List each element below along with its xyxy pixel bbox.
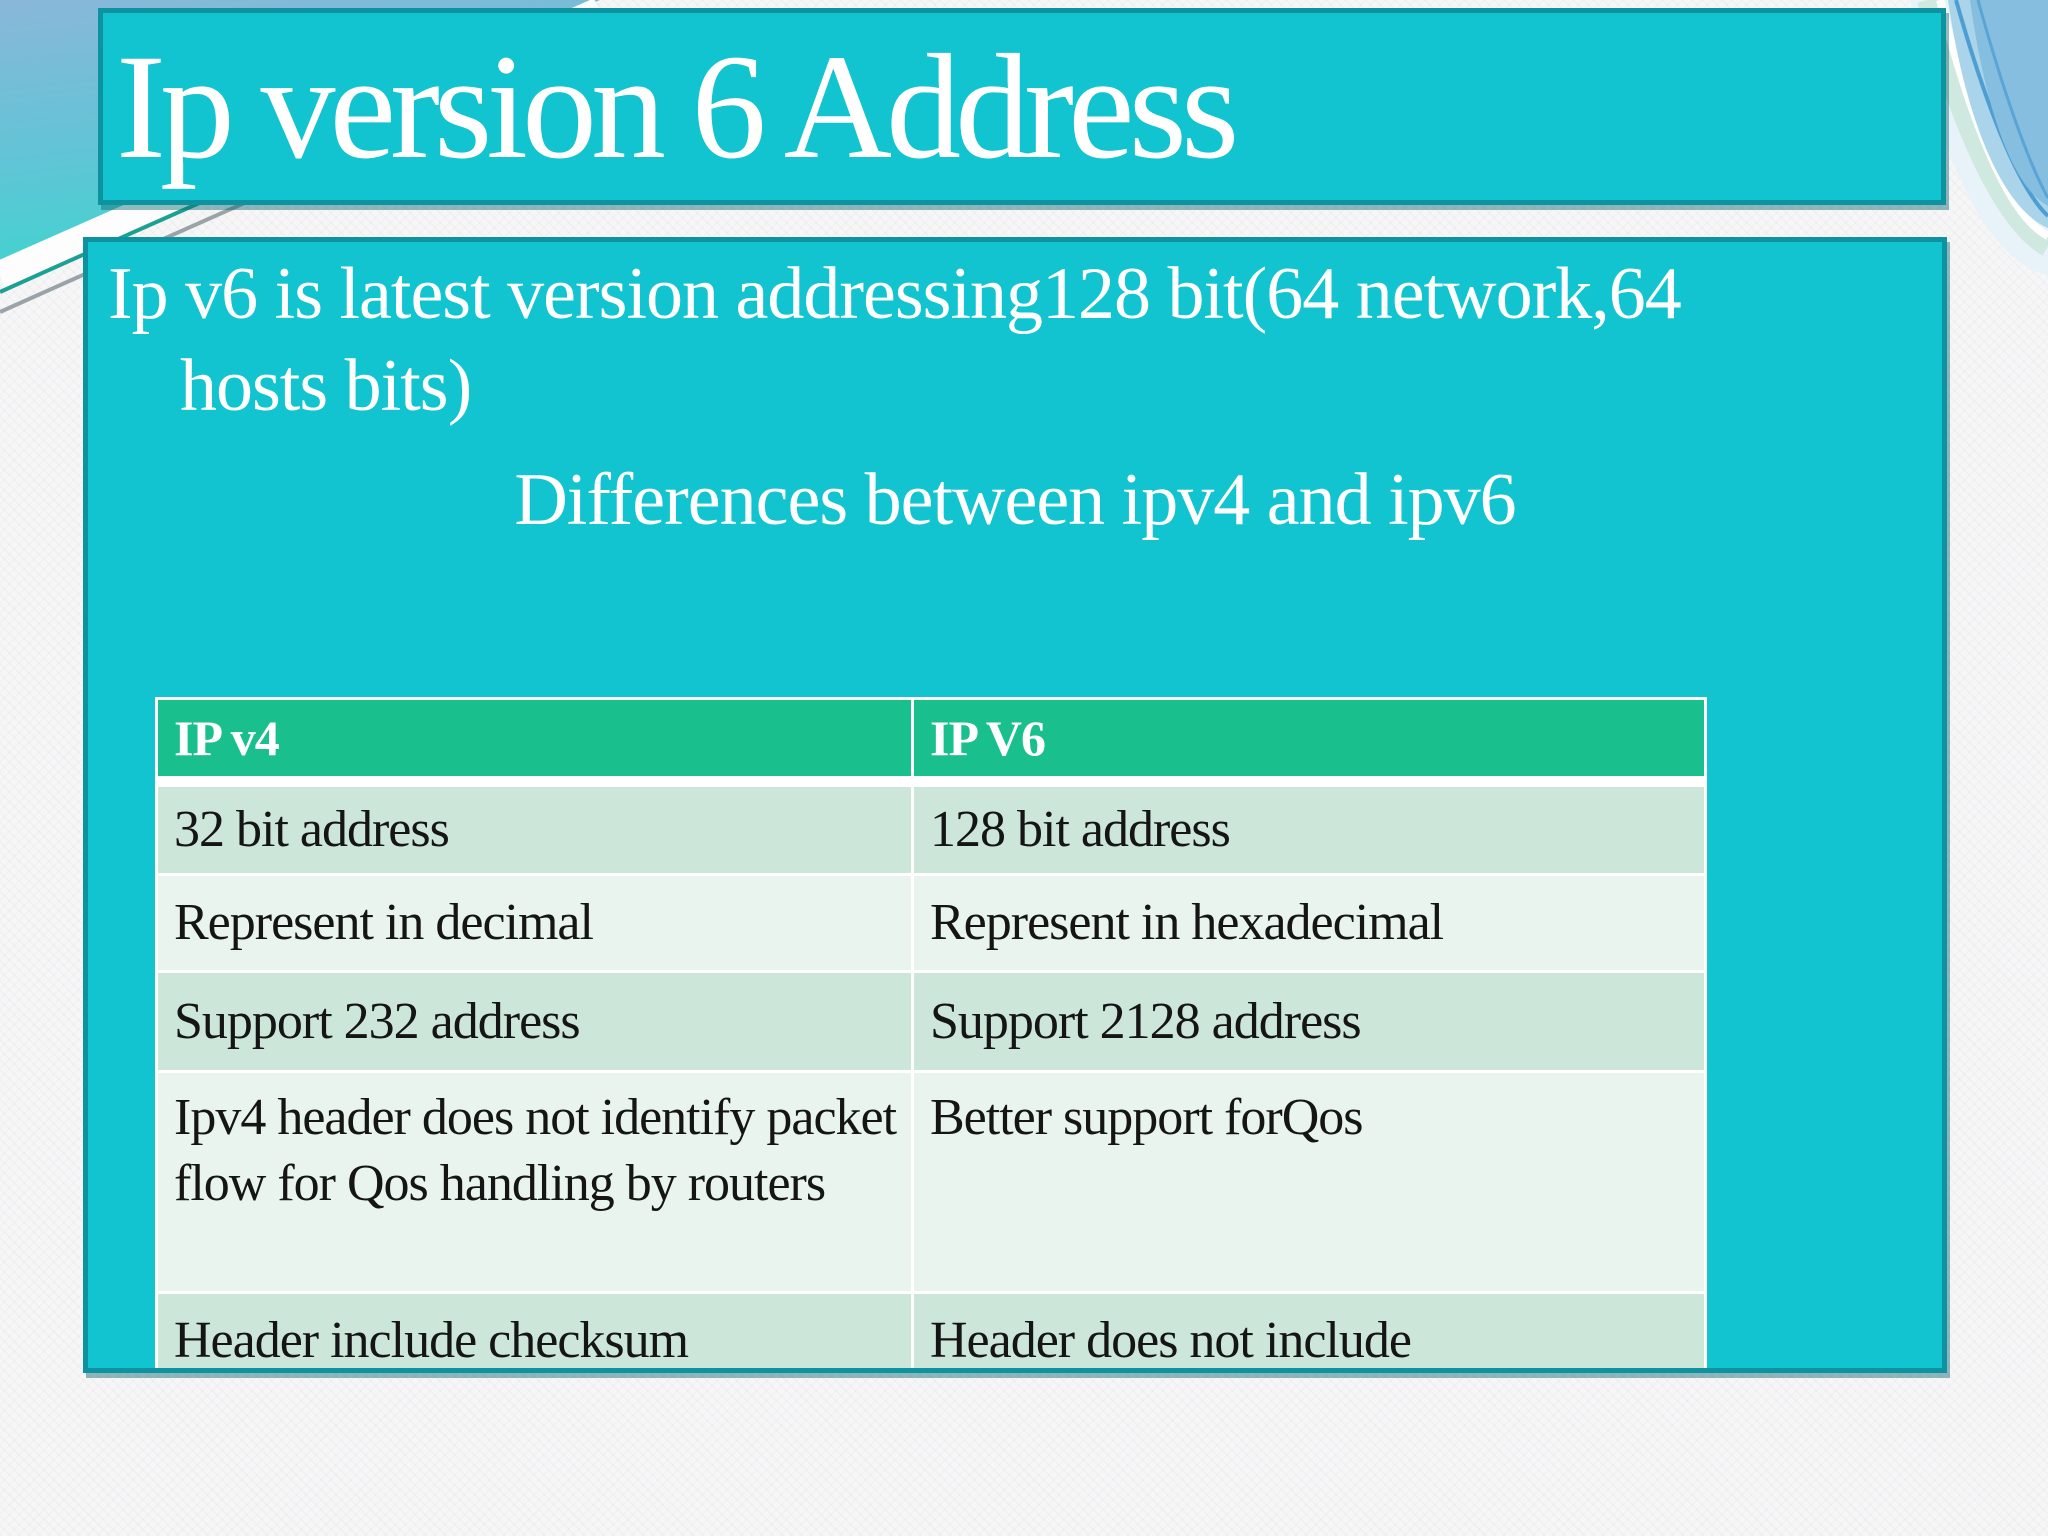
table-cell: Ipv4 header does not identify packet flo…: [158, 1073, 911, 1291]
table-row: Represent in decimal Represent in hexade…: [158, 876, 1704, 970]
intro-line-2: hosts bits): [180, 345, 472, 427]
table-row: Ipv4 header does not identify packet flo…: [158, 1073, 1704, 1291]
table-cell: 128 bit address: [914, 787, 1704, 873]
table-row: Support 232 address Support 2128 address: [158, 973, 1704, 1070]
title-box: Ip version 6 Address: [98, 8, 1946, 205]
subtitle: Differences between ipv4 and ipv6: [514, 459, 1516, 541]
page-title: Ip version 6 Address: [116, 23, 1239, 190]
intro-text: Ip v6 is latest version addressing128 bi…: [108, 248, 1682, 432]
header-cell-ipv6: IP V6: [914, 700, 1704, 784]
table-header-row: IP v4 IP V6: [158, 700, 1704, 784]
table-cell: Header does not include checksum: [914, 1294, 1704, 1368]
table-cell: Represent in decimal: [158, 876, 911, 970]
table-cell: Header include checksum: [158, 1294, 911, 1368]
table-cell: Represent in hexadecimal: [914, 876, 1704, 970]
table-cell: Support 2128 address: [914, 973, 1704, 1070]
comparison-table: IP v4 IP V6 32 bit address 128 bit addre…: [155, 697, 1707, 1368]
table-cell: 32 bit address: [158, 787, 911, 873]
comparison-table-wrapper: IP v4 IP V6 32 bit address 128 bit addre…: [155, 697, 1707, 1368]
table-row: 32 bit address 128 bit address: [158, 787, 1704, 873]
content-panel: Ip v6 is latest version addressing128 bi…: [83, 237, 1947, 1373]
table-row: Header include checksum Header does not …: [158, 1294, 1704, 1368]
table-cell: Support 232 address: [158, 973, 911, 1070]
intro-line-1: Ip v6 is latest version addressing128 bi…: [108, 253, 1682, 335]
table-cell: Better support forQos: [914, 1073, 1704, 1291]
header-cell-ipv4: IP v4: [158, 700, 911, 784]
